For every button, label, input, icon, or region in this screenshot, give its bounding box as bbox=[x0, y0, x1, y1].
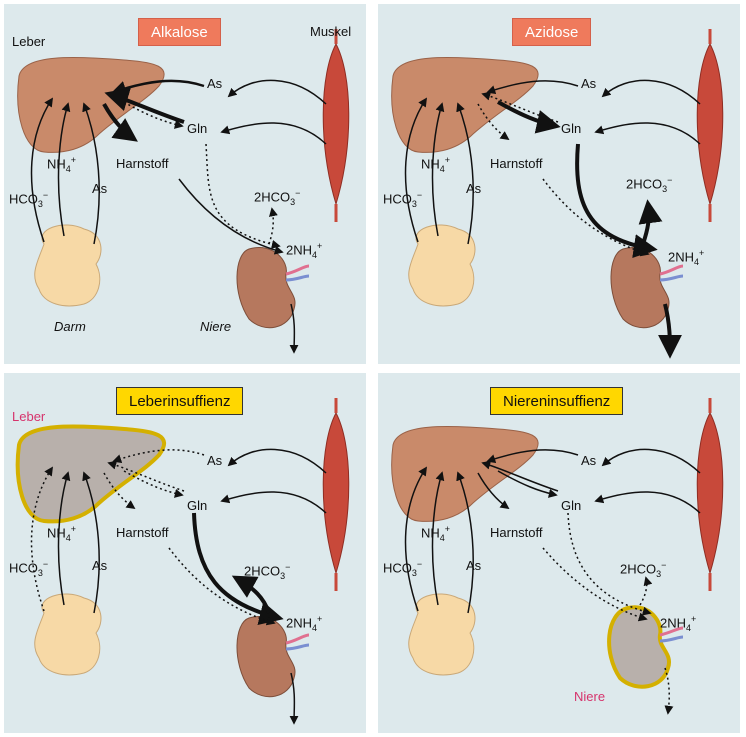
label-liver: Leber bbox=[12, 409, 46, 424]
niereninsuffienz-diagram bbox=[391, 398, 724, 715]
label-bicarbonate-kidney: 2HCO3− bbox=[254, 188, 301, 207]
leberinsuffienz-diagram bbox=[15, 398, 350, 725]
azidose-diagram bbox=[391, 29, 724, 359]
label-as-left: As bbox=[92, 181, 108, 196]
label-gln: Gln bbox=[561, 498, 582, 513]
label-ammonium-kidney: 2NH4+ bbox=[286, 614, 323, 633]
label-bicarbonate-kidney: 2HCO3− bbox=[626, 175, 673, 194]
gut-organ bbox=[408, 593, 476, 676]
gut-organ bbox=[34, 593, 102, 676]
label-as-top: As bbox=[581, 453, 597, 468]
label-urea: Harnstoff bbox=[490, 525, 543, 540]
label-bicarbonate-left: HCO3− bbox=[383, 190, 423, 209]
muscle-organ bbox=[322, 42, 350, 206]
label-ammonium-left: NH4+ bbox=[421, 524, 451, 543]
gut-organ bbox=[34, 224, 102, 307]
muscle-organ bbox=[696, 411, 724, 575]
label-ammonium-kidney: 2NH4+ bbox=[286, 241, 323, 260]
label-as-top: As bbox=[207, 453, 223, 468]
label-ammonium-kidney: 2NH4+ bbox=[668, 248, 705, 267]
panel-azidose: Azidose As Gln Harnstoff 2HCO3− 2NH4+ HC… bbox=[378, 4, 740, 364]
label-ammonium-left: NH4+ bbox=[421, 155, 451, 174]
label-gln: Gln bbox=[561, 121, 582, 136]
label-ammonium-left: NH4+ bbox=[47, 524, 77, 543]
label-as-top: As bbox=[581, 76, 597, 91]
label-as-left: As bbox=[466, 181, 482, 196]
alkalose-diagram bbox=[17, 29, 350, 354]
panel-alkalose: Alkalose Leber Muskel As Gln Harnstoff 2… bbox=[4, 4, 366, 364]
kidney-organ bbox=[607, 605, 672, 689]
panel-title: Niereninsuffienz bbox=[490, 387, 624, 415]
gut-organ bbox=[408, 224, 476, 307]
label-as-left: As bbox=[466, 558, 482, 573]
label-bicarbonate-kidney: 2HCO3− bbox=[620, 560, 667, 579]
muscle-organ bbox=[322, 411, 350, 575]
label-liver: Leber bbox=[12, 34, 46, 49]
label-urea: Harnstoff bbox=[490, 156, 543, 171]
panel-leberinsuffienz: Leberinsuffienz Leber As Gln Harnstoff 2… bbox=[4, 373, 366, 733]
panel-title: Alkalose bbox=[138, 18, 221, 46]
label-kidney: Niere bbox=[574, 689, 606, 704]
label-urea: Harnstoff bbox=[116, 156, 169, 171]
panel-niereninsuffienz: Niereninsuffienz As Gln Harnstoff 2HCO3−… bbox=[378, 373, 740, 733]
label-gut: Darm bbox=[54, 319, 86, 334]
label-bicarbonate-left: HCO3− bbox=[9, 559, 49, 578]
label-gln: Gln bbox=[187, 121, 208, 136]
label-gln: Gln bbox=[187, 498, 208, 513]
liver-organ bbox=[391, 425, 539, 522]
label-bicarbonate-left: HCO3− bbox=[9, 190, 49, 209]
label-muscle: Muskel bbox=[310, 24, 352, 39]
label-bicarbonate-kidney: 2HCO3− bbox=[244, 562, 291, 581]
muscle-organ bbox=[696, 42, 724, 206]
liver-organ bbox=[15, 424, 167, 524]
label-kidney: Niere bbox=[200, 319, 232, 334]
label-ammonium-kidney: 2NH4+ bbox=[660, 614, 697, 633]
label-as-top: As bbox=[207, 76, 223, 91]
label-ammonium-left: NH4+ bbox=[47, 155, 77, 174]
panel-title: Leberinsuffienz bbox=[116, 387, 244, 415]
label-bicarbonate-left: HCO3− bbox=[383, 559, 423, 578]
kidney-organ bbox=[610, 247, 670, 329]
liver-organ bbox=[391, 56, 539, 153]
panel-title: Azidose bbox=[512, 18, 592, 46]
label-urea: Harnstoff bbox=[116, 525, 169, 540]
label-as-left: As bbox=[92, 558, 108, 573]
